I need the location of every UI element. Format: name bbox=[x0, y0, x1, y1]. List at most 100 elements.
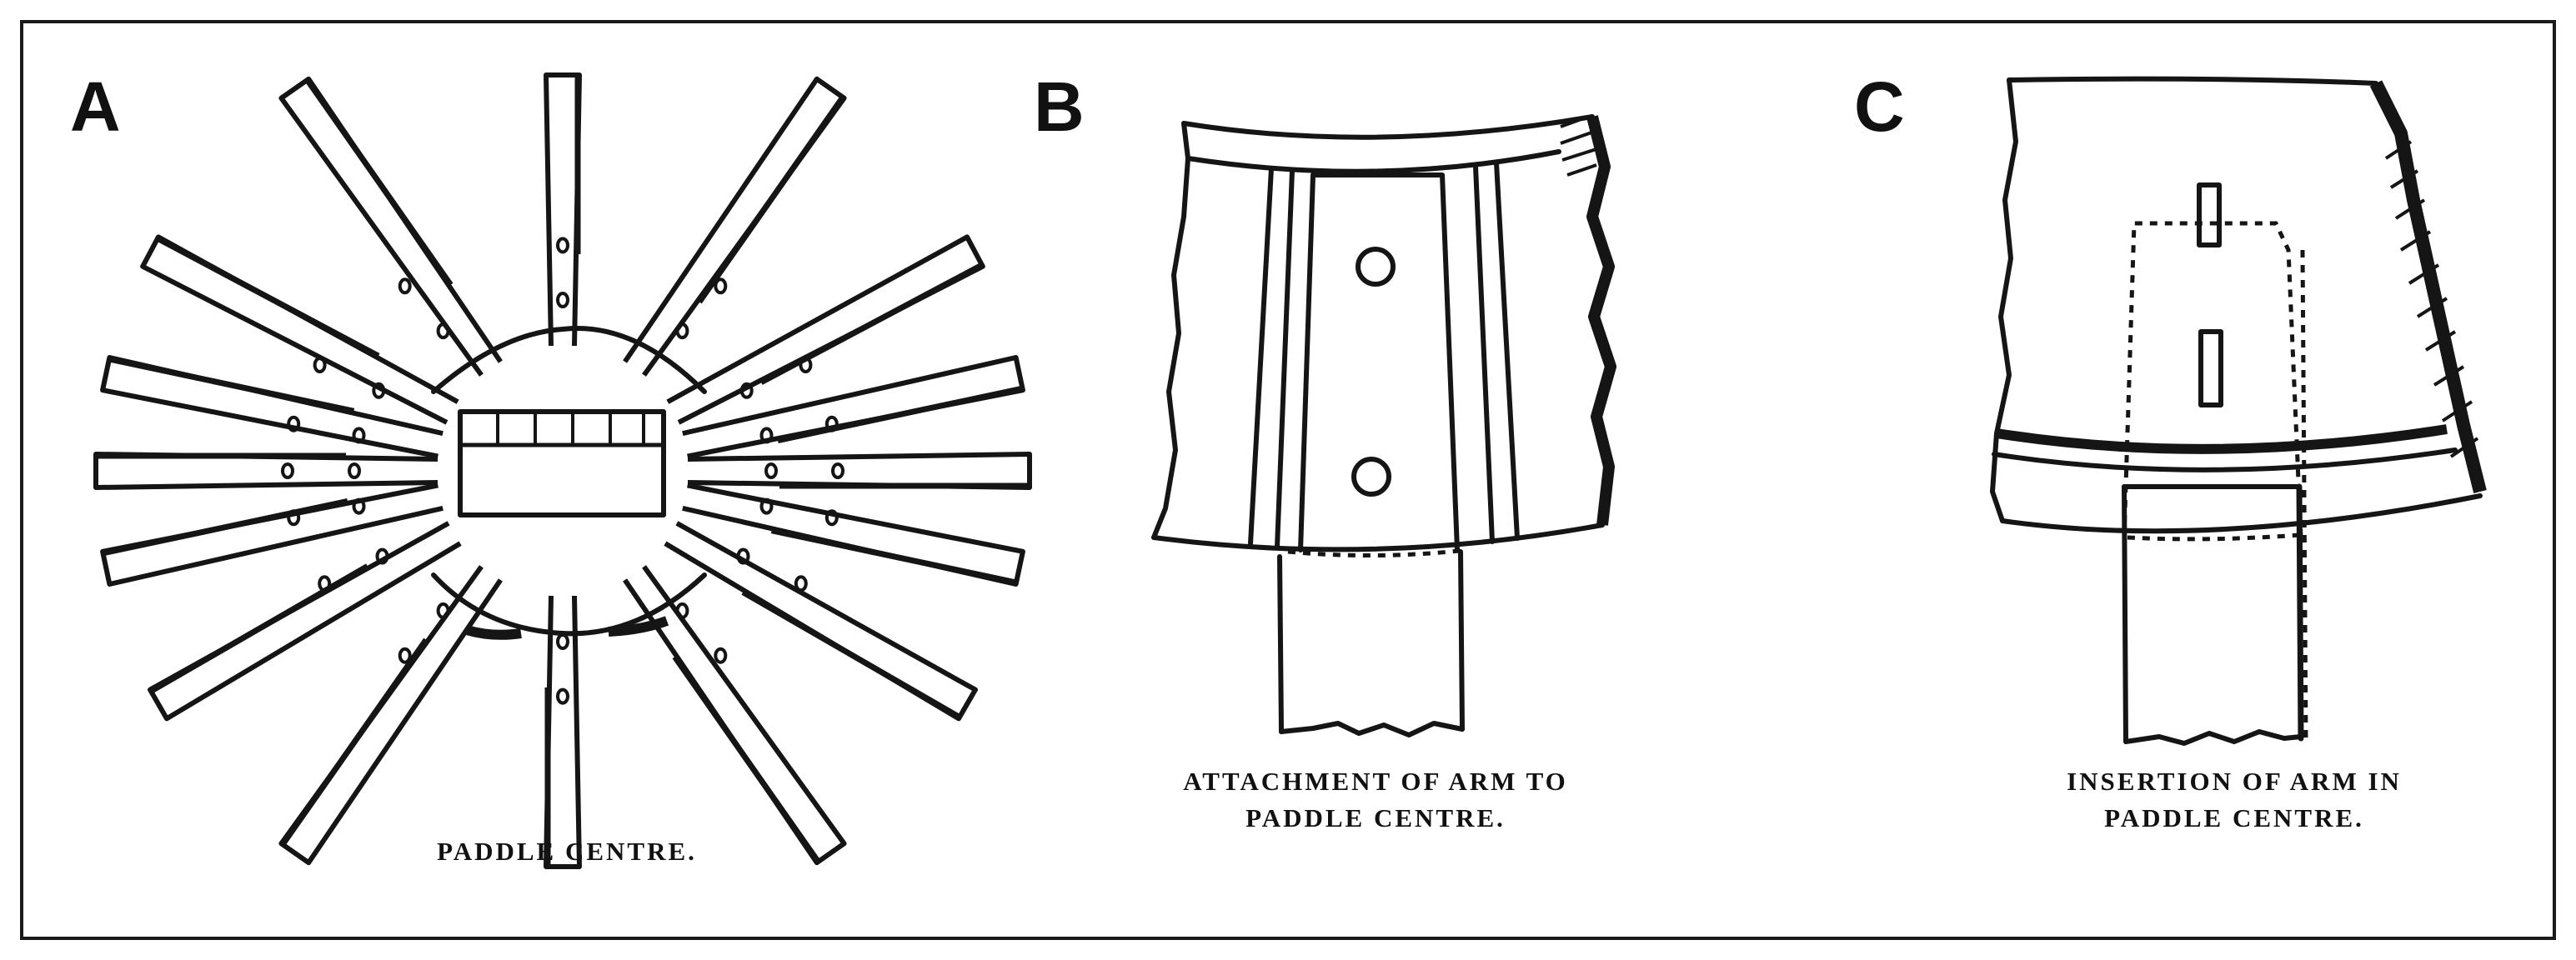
paddle-arm bbox=[140, 234, 459, 425]
rivet bbox=[556, 688, 569, 705]
rivet bbox=[348, 462, 361, 479]
rivet bbox=[824, 509, 839, 527]
rivet bbox=[675, 322, 689, 340]
hub-boss bbox=[458, 409, 666, 518]
slot-upper bbox=[2197, 182, 2222, 248]
rivet bbox=[799, 357, 813, 373]
hidden-arm-right bbox=[2300, 249, 2308, 742]
rivet bbox=[831, 462, 844, 479]
arm-torn-end-c bbox=[2123, 729, 2303, 746]
rivet bbox=[714, 278, 728, 295]
rivet bbox=[375, 548, 389, 565]
insertion-drawing bbox=[1990, 76, 2487, 746]
strip-right-inner bbox=[1473, 164, 1495, 544]
caption-a: PADDLE CENTRE. bbox=[350, 833, 784, 870]
strip-left-outer bbox=[1248, 166, 1274, 546]
paddle-arm bbox=[544, 595, 582, 869]
bolt-hole-upper bbox=[1356, 247, 1396, 287]
hub-rivets bbox=[281, 237, 844, 705]
panel-b-label: B bbox=[1034, 68, 1085, 146]
rim-bottom-edge-c bbox=[2000, 493, 2483, 534]
rivet bbox=[739, 382, 754, 399]
rivet bbox=[736, 548, 750, 565]
arm-right-edge-c bbox=[2296, 483, 2304, 742]
arm-right-edge bbox=[1458, 549, 1465, 732]
panel-a-label: A bbox=[70, 68, 121, 146]
paddle-arm bbox=[93, 452, 439, 490]
paddle-arm bbox=[100, 355, 444, 459]
hub-shade-left bbox=[465, 625, 522, 640]
rivet bbox=[436, 322, 450, 340]
rivet bbox=[794, 575, 808, 592]
rivet bbox=[398, 278, 412, 295]
rim-left-torn-edge-c bbox=[1990, 78, 2018, 523]
rim-band-lower bbox=[1992, 448, 2458, 472]
hub-boss-ribs bbox=[496, 412, 645, 445]
paddle-arm bbox=[623, 565, 847, 866]
figure-frame bbox=[20, 20, 2556, 940]
strip-left-inner bbox=[1275, 168, 1295, 549]
paddle-arm bbox=[623, 76, 847, 377]
rivet bbox=[287, 509, 301, 527]
panel-c-label: C bbox=[1854, 68, 1905, 146]
hidden-socket-bottom bbox=[2127, 532, 2300, 542]
rim-hatch bbox=[1560, 115, 1600, 177]
socket-plate-right bbox=[1311, 172, 1460, 552]
rivet bbox=[556, 292, 569, 308]
paddle-arm bbox=[148, 521, 462, 722]
caption-c: INSERTION OF ARM IN PADDLE CENTRE. bbox=[1992, 763, 2476, 837]
hidden-socket-outline bbox=[2122, 221, 2303, 538]
caption-b-line-1: ATTACHMENT OF ARM TO bbox=[1183, 767, 1568, 796]
rivet bbox=[714, 647, 728, 664]
hub-upper-edge bbox=[431, 326, 707, 394]
rivet bbox=[436, 602, 450, 619]
paddle-arm bbox=[278, 76, 503, 377]
paddle-centre-drawing bbox=[93, 72, 1032, 869]
rivet bbox=[398, 647, 412, 664]
rivet bbox=[372, 382, 386, 399]
caption-b: ATTACHMENT OF ARM TO PADDLE CENTRE. bbox=[1117, 763, 1634, 837]
rim-left-torn-edge bbox=[1151, 156, 1190, 540]
paddle-arm bbox=[278, 565, 503, 866]
rivet bbox=[556, 237, 569, 254]
slot-lower bbox=[2198, 329, 2223, 408]
hub-shade-right bbox=[608, 616, 669, 637]
arm-torn-end bbox=[1279, 721, 1465, 738]
paddle-arm bbox=[682, 482, 1025, 587]
rivet bbox=[313, 357, 327, 373]
rivet bbox=[759, 498, 774, 515]
rivet bbox=[675, 602, 689, 619]
caption-c-line-1: INSERTION OF ARM IN bbox=[2067, 767, 2402, 796]
rivet bbox=[281, 462, 294, 479]
rivet bbox=[759, 427, 774, 444]
rivet bbox=[764, 462, 778, 479]
rim-band-upper bbox=[1996, 424, 2448, 454]
attachment-drawing bbox=[1151, 114, 1616, 738]
rivet bbox=[352, 498, 366, 515]
bolt-hole-lower bbox=[1351, 457, 1391, 497]
paddle-arm bbox=[687, 452, 1032, 490]
rim-right-shade-c bbox=[2369, 80, 2487, 493]
rivet bbox=[352, 427, 366, 444]
rim-top-edge-c bbox=[2007, 76, 2378, 86]
rivet bbox=[318, 575, 332, 592]
paddle-arm bbox=[100, 482, 444, 587]
hidden-line bbox=[1287, 548, 1468, 558]
socket-plate-left bbox=[1298, 172, 1316, 552]
rim-hatch-c bbox=[2384, 140, 2479, 458]
paddle-arm bbox=[544, 72, 582, 347]
arm-left-edge bbox=[1277, 554, 1284, 734]
paddle-arm bbox=[664, 521, 978, 722]
strip-right-outer bbox=[1494, 161, 1520, 541]
paddle-arm bbox=[666, 234, 985, 425]
rivet bbox=[824, 415, 839, 432]
caption-a-line-1: PADDLE CENTRE. bbox=[437, 837, 697, 866]
rivet bbox=[287, 415, 301, 432]
rim-right-torn-edge bbox=[1586, 115, 1616, 526]
rim-top-edge bbox=[1181, 114, 1595, 140]
rim-band-edge bbox=[1185, 149, 1561, 174]
caption-c-line-2: PADDLE CENTRE. bbox=[2104, 803, 2364, 832]
rivet bbox=[556, 633, 569, 650]
rim-bottom-edge bbox=[1151, 522, 1605, 552]
